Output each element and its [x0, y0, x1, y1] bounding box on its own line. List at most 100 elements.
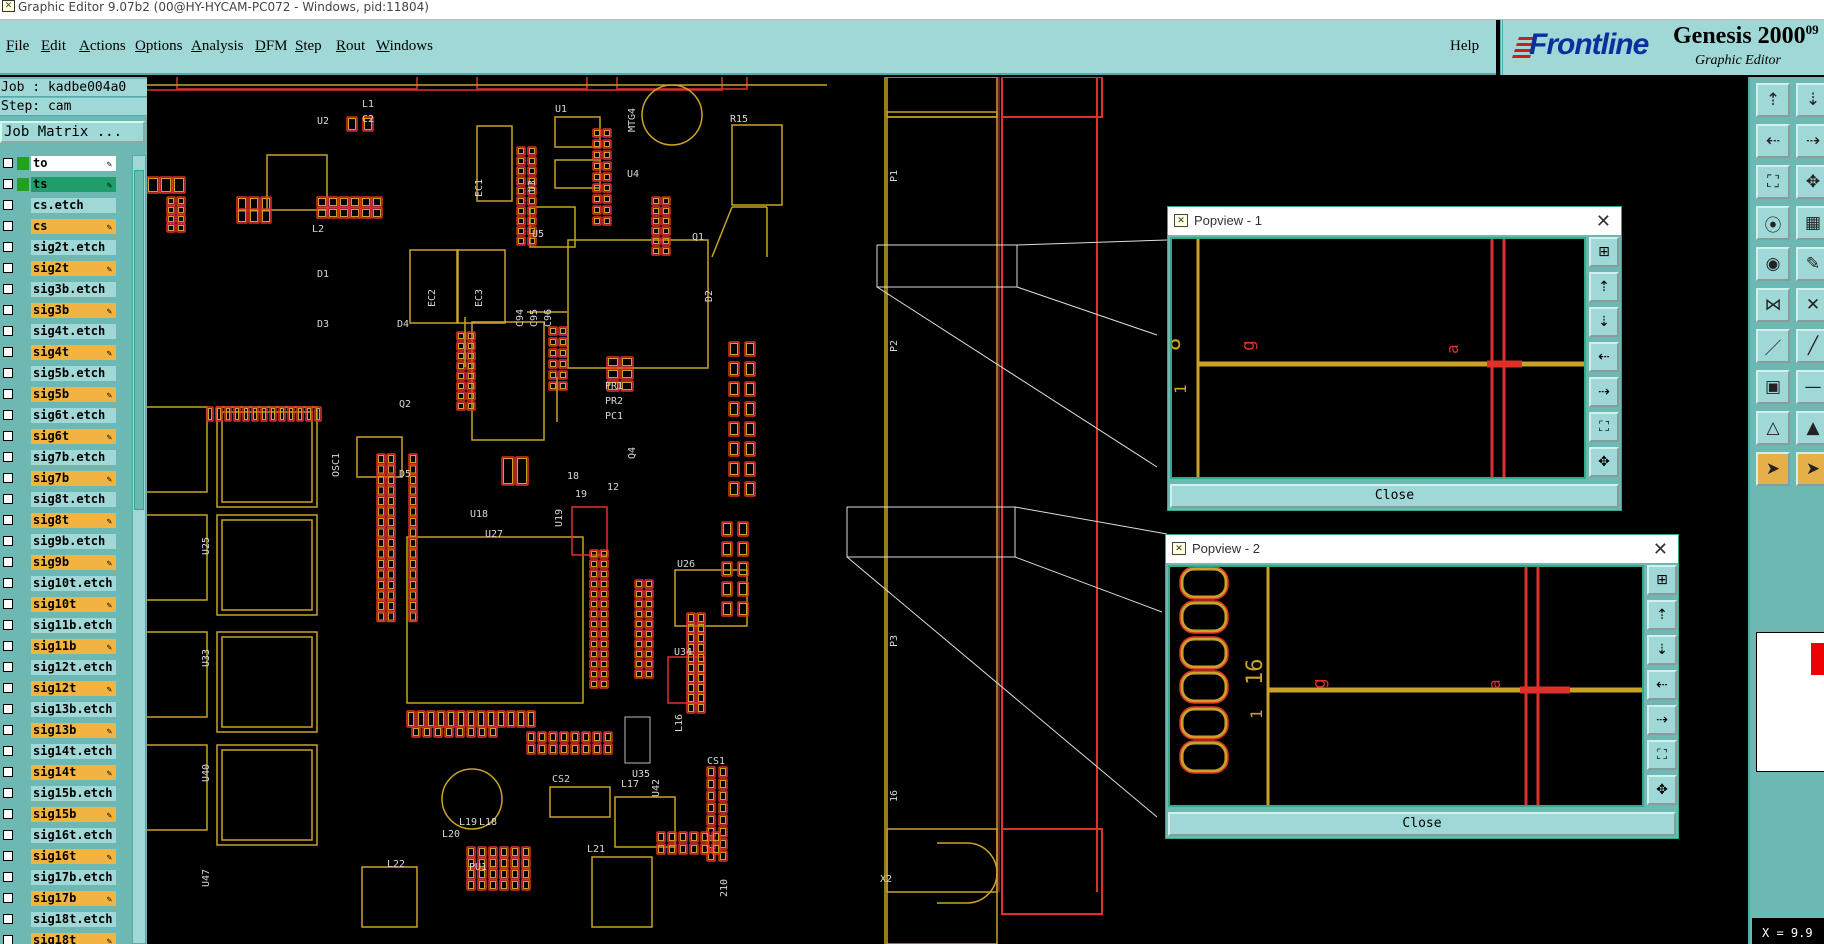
layer-row-sig15b[interactable]: sig15b✎ [0, 806, 118, 823]
layer-row-ts[interactable]: ts✎ [0, 176, 118, 193]
layer-checkbox[interactable] [3, 788, 13, 798]
layer-row-sig2t[interactable]: sig2t✎ [0, 260, 118, 277]
layer-name[interactable]: sig6t✎ [31, 429, 116, 444]
scrollbar-thumb[interactable] [134, 170, 144, 510]
layer-row-sig10t[interactable]: sig10t✎ [0, 596, 118, 613]
layer-name[interactable]: to✎ [31, 156, 116, 171]
layer-name[interactable]: sig7b.etch [31, 450, 116, 465]
layer-name[interactable]: ts✎ [31, 177, 116, 192]
pen-icon[interactable]: ✎ [1796, 247, 1824, 281]
layer-name[interactable]: cs.etch [31, 198, 116, 213]
layer-name[interactable]: sig6t.etch [31, 408, 116, 423]
layer-checkbox[interactable] [3, 347, 13, 357]
layer-row-sig7b[interactable]: sig7b✎ [0, 470, 118, 487]
layer-checkbox[interactable] [3, 809, 13, 819]
layer-checkbox[interactable] [3, 326, 13, 336]
layer-row-sig13b[interactable]: sig13b✎ [0, 722, 118, 739]
layer-name[interactable]: sig16t✎ [31, 849, 116, 864]
layer-checkbox[interactable] [3, 641, 13, 651]
layer-row-sig10t-etch[interactable]: sig10t.etch [0, 575, 118, 592]
layer-row-sig11b[interactable]: sig11b✎ [0, 638, 118, 655]
popview-expand-icon[interactable]: ✥ [1647, 775, 1677, 805]
layer-checkbox[interactable] [3, 410, 13, 420]
layer-name[interactable]: sig13b.etch [31, 702, 116, 717]
layer-checkbox[interactable] [3, 515, 13, 525]
pointer-icon[interactable]: ➤ [1756, 452, 1790, 486]
layer-row-sig11b-etch[interactable]: sig11b.etch [0, 617, 118, 634]
layer-name[interactable]: sig5b✎ [31, 387, 116, 402]
layer-row-sig17b-etch[interactable]: sig17b.etch [0, 869, 118, 886]
zoom-fit-icon[interactable]: ⛶ [1756, 165, 1790, 199]
layer-checkbox[interactable] [3, 263, 13, 273]
layer-row-sig15b-etch[interactable]: sig15b.etch [0, 785, 118, 802]
line2-icon[interactable]: ╱ [1796, 329, 1824, 363]
menu-windows[interactable]: Windows [376, 38, 433, 54]
layer-name[interactable]: cs✎ [31, 219, 116, 234]
popview-zoom-icon[interactable]: ⊞ [1589, 237, 1619, 267]
layer-checkbox[interactable] [3, 914, 13, 924]
grid-icon[interactable]: ▦ [1796, 206, 1824, 240]
layer-row-sig2t-etch[interactable]: sig2t.etch [0, 239, 118, 256]
measure-icon[interactable]: ⦿ [1756, 206, 1790, 240]
layer-name[interactable]: sig11b✎ [31, 639, 116, 654]
layer-name[interactable]: sig4t✎ [31, 345, 116, 360]
menu-analysis[interactable]: Analysis [191, 38, 244, 54]
menu-step[interactable]: Step [295, 38, 322, 54]
layer-checkbox[interactable] [3, 578, 13, 588]
line-icon[interactable]: ／ [1756, 329, 1790, 363]
zoom-area-icon[interactable]: ✥ [1796, 165, 1824, 199]
layer-checkbox[interactable] [3, 662, 13, 672]
layer-row-sig17b[interactable]: sig17b✎ [0, 890, 118, 907]
layer-checkbox[interactable] [3, 851, 13, 861]
layer-name[interactable]: sig10t✎ [31, 597, 116, 612]
layer-checkbox[interactable] [3, 935, 13, 944]
menu-help[interactable]: Help [1450, 38, 1480, 54]
layer-checkbox[interactable] [3, 431, 13, 441]
layer-name[interactable]: sig9b✎ [31, 555, 116, 570]
pad-icon[interactable]: ▣ [1756, 370, 1790, 404]
layer-row-sig7b-etch[interactable]: sig7b.etch [0, 449, 118, 466]
layer-row-sig8t-etch[interactable]: sig8t.etch [0, 491, 118, 508]
menu-options[interactable]: Options [135, 38, 183, 54]
layer-row-sig13b-etch[interactable]: sig13b.etch [0, 701, 118, 718]
popview-2-close-button[interactable]: Close [1168, 812, 1676, 836]
triangle2-icon[interactable]: ▲ [1796, 411, 1824, 445]
popview-down-icon[interactable]: ⇣ [1647, 635, 1677, 665]
layer-row-sig5b[interactable]: sig5b✎ [0, 386, 118, 403]
layer-checkbox[interactable] [3, 872, 13, 882]
layer-name[interactable]: sig13b✎ [31, 723, 116, 738]
menu-edit[interactable]: Edit [41, 38, 67, 54]
menu-dfm[interactable]: DFM [255, 38, 288, 54]
cross-icon[interactable]: ✕ [1796, 288, 1824, 322]
layer-checkbox[interactable] [3, 305, 13, 315]
layer-name[interactable]: sig11b.etch [31, 618, 116, 633]
layer-checkbox[interactable] [3, 557, 13, 567]
popview-1-canvas[interactable]: 81ga [1170, 237, 1586, 479]
layer-name[interactable]: sig8t✎ [31, 513, 116, 528]
layer-checkbox[interactable] [3, 284, 13, 294]
layer-name[interactable]: sig4t.etch [31, 324, 116, 339]
layer-name[interactable]: sig2t.etch [31, 240, 116, 255]
layer-row-sig3b-etch[interactable]: sig3b.etch [0, 281, 118, 298]
layer-name[interactable]: sig9b.etch [31, 534, 116, 549]
layer-name[interactable]: sig14t.etch [31, 744, 116, 759]
layer-checkbox[interactable] [3, 389, 13, 399]
layer-row-sig3b[interactable]: sig3b✎ [0, 302, 118, 319]
layer-checkbox[interactable] [3, 221, 13, 231]
layer-checkbox[interactable] [3, 599, 13, 609]
layer-row-sig9b[interactable]: sig9b✎ [0, 554, 118, 571]
layer-row-cs[interactable]: cs✎ [0, 218, 118, 235]
layer-row-sig9b-etch[interactable]: sig9b.etch [0, 533, 118, 550]
layer-checkbox[interactable] [3, 494, 13, 504]
layer-name[interactable]: sig3b✎ [31, 303, 116, 318]
layer-name[interactable]: sig15b✎ [31, 807, 116, 822]
popview-1-close-button[interactable]: Close [1170, 484, 1619, 508]
popview-left-icon[interactable]: ⇠ [1589, 342, 1619, 372]
popview-up-icon[interactable]: ⇡ [1647, 600, 1677, 630]
layer-checkbox[interactable] [3, 620, 13, 630]
layer-checkbox[interactable] [3, 536, 13, 546]
layer-name[interactable]: sig2t✎ [31, 261, 116, 276]
popview-right-icon[interactable]: ⇢ [1647, 705, 1677, 735]
layer-checkbox[interactable] [3, 767, 13, 777]
